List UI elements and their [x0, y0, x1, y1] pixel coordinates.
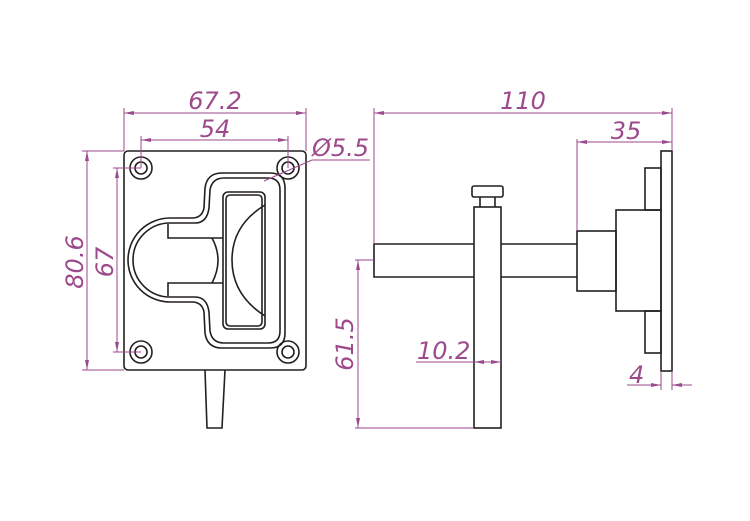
- hub: [576, 230, 617, 292]
- shaft: [373, 243, 577, 278]
- dim-bar-width: 10.2: [417, 337, 470, 365]
- flange-plate: [660, 150, 673, 372]
- mounting-plate: [123, 150, 307, 371]
- side-view: [373, 150, 673, 429]
- dim-hole-spacing-x: 54: [200, 115, 231, 143]
- front-view: [123, 150, 307, 429]
- dim-hole-diameter: Ø5.5: [311, 134, 369, 162]
- vertical-bar: [473, 206, 502, 429]
- mount-block: [615, 209, 662, 312]
- handle-stem: [204, 369, 226, 429]
- mounting-holes: [129, 156, 300, 364]
- dim-overall-width: 67.2: [188, 87, 241, 115]
- bolt-head: [471, 185, 504, 198]
- dim-shaft-height: 61.5: [331, 317, 359, 370]
- handle-recess: [127, 172, 286, 349]
- front-dimensions: 67.2 54 Ø5.5 80.6 67: [61, 87, 370, 371]
- dim-hole-spacing-y: 67: [91, 246, 119, 277]
- dim-overall-depth: 110: [500, 87, 546, 115]
- dim-plate-thickness: 4: [629, 361, 644, 389]
- dim-flange-depth: 35: [611, 117, 642, 145]
- side-dimensions: 110 35 61.5 10.2 4: [331, 87, 692, 429]
- dim-overall-height: 80.6: [61, 235, 89, 288]
